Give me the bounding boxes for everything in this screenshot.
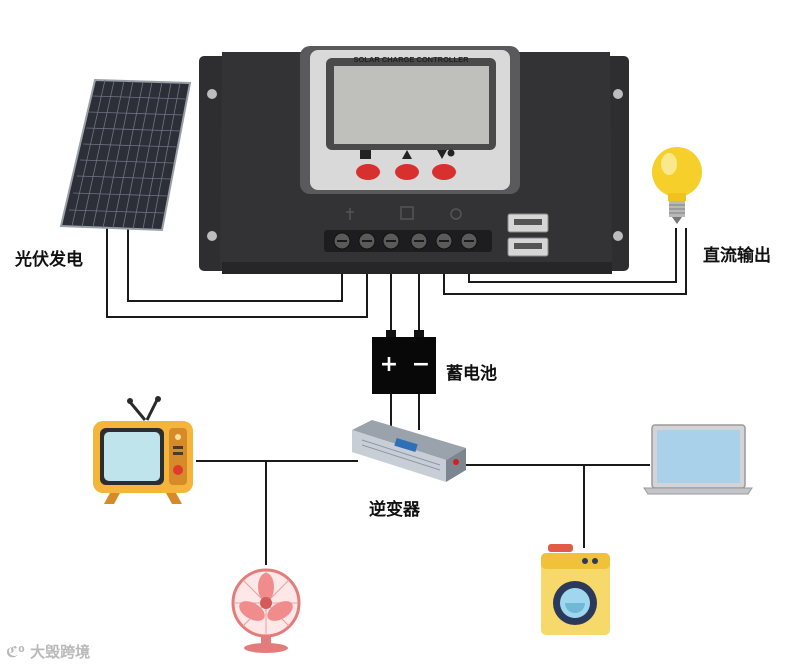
inverter-icon <box>352 420 466 482</box>
solar-panel-icon <box>61 80 190 230</box>
label-battery: 蓄电池 <box>446 359 497 384</box>
battery-minus: − <box>412 352 430 377</box>
battery-plus: + <box>380 352 398 377</box>
watermark-text: 大毁跨境 <box>30 643 90 661</box>
label-dc-output: 直流输出 <box>703 241 771 266</box>
washing-machine-icon <box>541 544 610 635</box>
light-bulb-icon <box>652 147 702 224</box>
label-inverter: 逆变器 <box>369 495 420 520</box>
controller-button-menu[interactable] <box>356 164 380 180</box>
laptop-icon <box>644 425 752 494</box>
label-solar-generation: 光伏发电 <box>15 245 83 270</box>
lcd-title: SOLAR CHARGE CONTROLLER <box>354 55 470 64</box>
tv-icon <box>93 396 193 504</box>
fan-icon <box>233 570 299 653</box>
menu-icon <box>360 150 371 159</box>
battery: + − <box>372 330 436 394</box>
watermark: ℭ⁰ 大毁跨境 <box>6 641 90 662</box>
charge-controller: SOLAR CHARGE CONTROLLER <box>199 46 629 274</box>
controller-button-down[interactable] <box>432 164 456 180</box>
controller-button-up[interactable] <box>395 164 419 180</box>
watermark-logo-icon: ℭ⁰ <box>6 643 25 661</box>
